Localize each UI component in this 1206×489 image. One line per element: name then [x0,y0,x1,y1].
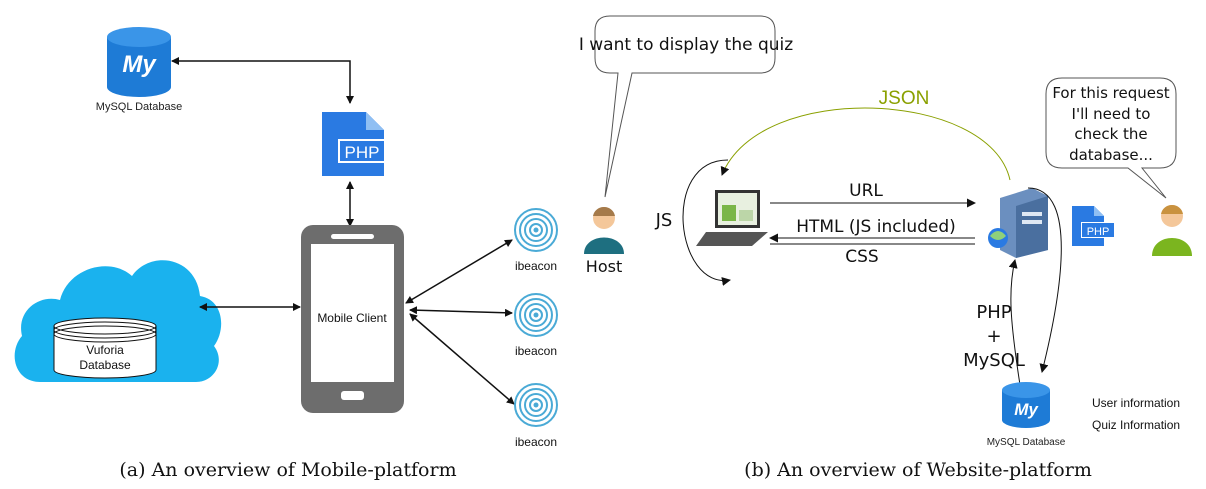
mysql-database-icon: My [1002,382,1050,428]
phone-beacon3-connector [409,313,515,405]
server-bubble-line: For this request [1052,84,1169,102]
beacon-icon [514,293,558,337]
phone-beacon2-connector [409,306,513,317]
mobile-platform-diagram: My MySQL Database PHP Vuforia Database [14,27,558,481]
server-db-arrow [1027,187,1062,373]
server-speech-bubble: For this request [1045,77,1177,199]
host-person-icon [584,206,624,254]
json-arrow [720,107,1011,181]
beacon-icon [514,383,558,427]
css-label: CSS [845,247,878,267]
mysql-logo-text: My [122,51,157,78]
js-loop-arrow [682,159,731,286]
server-bubble-line: database... [1069,146,1153,164]
website-platform-diagram: I want to display the quiz Host JSON JS … [579,15,1192,481]
php-file-icon: PHP [1072,206,1115,246]
mysql-logo-text: My [1014,400,1039,419]
db-server-arrow [1008,259,1021,386]
vuforia-label-line2: Database [79,358,131,372]
vuforia-label-line1: Vuforia [86,343,124,357]
caption-b: (b) An overview of Website-platform [744,459,1092,481]
user-person-icon [1152,204,1192,256]
json-label: JSON [879,88,930,109]
server-icon [988,188,1048,258]
beacon-label: ibeacon [515,259,557,273]
php-mysql-line2: + [986,326,1001,347]
mysql-database-icon: My [107,27,171,97]
php-label: PHP [345,143,380,162]
mysql-php-connector [171,57,354,104]
host-label: Host [586,257,622,276]
host-bubble-text: I want to display the quiz [579,35,793,55]
server-bubble-line: I'll need to [1072,105,1151,123]
phone-beacon1-connector [405,239,513,304]
php-file-icon: PHP [322,112,386,176]
server-bubble-line: check the [1074,125,1147,143]
mysql-label: MySQL Database [96,101,182,113]
beacon-label: ibeacon [515,344,557,358]
mysql-label: MySQL Database [987,437,1066,448]
php-label: PHP [1087,226,1110,238]
php-mysql-line1: PHP [976,302,1011,323]
caption-a: (a) An overview of Mobile-platform [119,459,456,481]
db-info-quiz: Quiz Information [1092,418,1180,432]
host-speech-bubble: I want to display the quiz [579,15,793,198]
js-label: JS [655,210,673,231]
beacon-icon [514,208,558,252]
html-label: HTML (JS included) [796,217,956,237]
db-info-user: User information [1092,396,1180,410]
mobile-phone-icon [301,225,404,413]
laptop-icon [696,190,768,246]
php-mysql-line3: MySQL [963,350,1025,371]
beacon-label: ibeacon [515,435,557,449]
url-label: URL [849,181,883,201]
mobile-client-label: Mobile Client [317,311,387,325]
vuforia-database-icon: Vuforia Database [53,317,157,379]
